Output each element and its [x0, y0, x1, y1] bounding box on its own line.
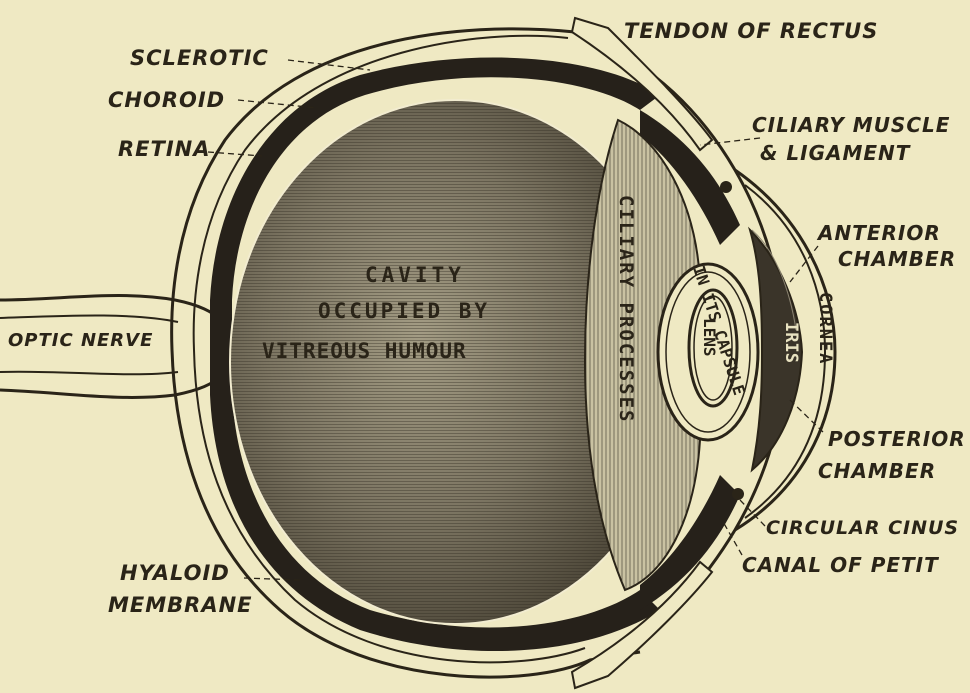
label-hyaloid-1: HYALOID: [120, 561, 230, 585]
label-retina: RETINA: [118, 137, 210, 161]
label-lens: LENS: [700, 318, 719, 357]
label-hyaloid-2: MEMBRANE: [108, 593, 253, 617]
label-iris: IRIS: [781, 322, 801, 363]
label-ciliary-muscle-1: CILIARY MUSCLE: [752, 113, 950, 137]
cavity-line-1: CAVITY: [365, 263, 465, 287]
label-choroid: CHOROID: [108, 88, 225, 112]
cavity-line-2: OCCUPIED BY: [318, 299, 490, 323]
label-ciliary-muscle-2: & LIGAMENT: [760, 141, 911, 165]
label-posterior-1: POSTERIOR: [828, 427, 966, 451]
label-ciliary-processes: CILIARY PROCESSES: [615, 195, 637, 423]
label-canal-of-petit: CANAL OF PETIT: [742, 553, 939, 577]
cavity-line-3: VITREOUS HUMOUR: [262, 339, 467, 363]
label-anterior-1: ANTERIOR: [816, 221, 941, 245]
label-anterior-2: CHAMBER: [838, 247, 956, 271]
label-circular-cinus: CIRCULAR CINUS: [766, 517, 959, 539]
label-tendon-of-rectus: TENDON OF RECTUS: [624, 19, 878, 43]
label-cornea: CORNEA: [815, 292, 835, 365]
label-posterior-2: CHAMBER: [818, 459, 936, 483]
label-sclerotic: SCLEROTIC: [130, 46, 269, 70]
label-optic-nerve: OPTIC NERVE: [8, 330, 153, 351]
circular-sinus-dot: [720, 181, 732, 193]
